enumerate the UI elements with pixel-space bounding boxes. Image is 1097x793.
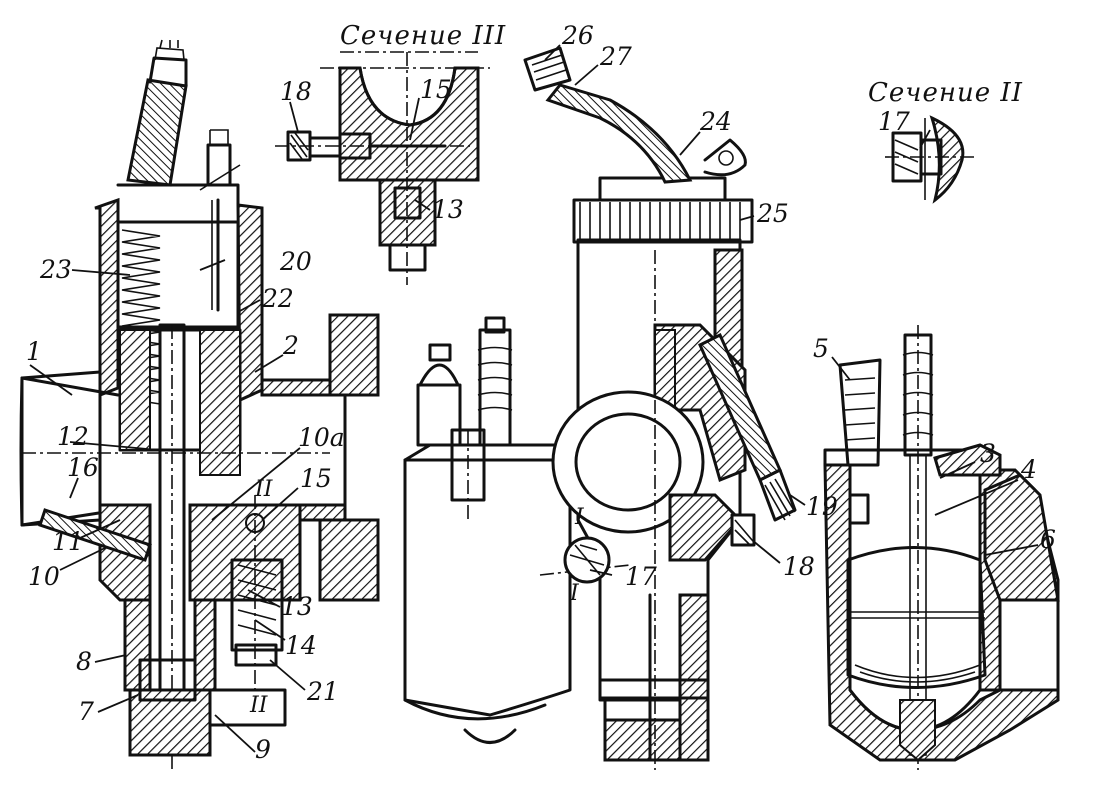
callout-19: 19 [806,492,838,521]
section-mark-I-top: I [574,505,585,530]
callout-22: 22 [261,284,294,313]
float-chamber-view [823,325,1060,770]
callout-10a: 10а [298,423,345,452]
callout-15-section: 15 [420,75,452,104]
section-mark-II-top: II [254,477,274,502]
callout-14: 14 [285,631,317,660]
callout-21: 21 [306,677,339,706]
section-marks: I I II II [249,477,585,718]
callout-13-main: 13 [281,592,313,621]
callout-20: 20 [279,247,312,276]
callout-17-section: 17 [878,107,910,136]
leader-lines [29,44,1039,753]
callout-10: 10 [28,562,60,591]
callout-25: 25 [756,199,789,228]
section-III-view [275,52,490,285]
section-III-title: Сечение III [340,21,506,51]
callout-9: 9 [255,735,271,764]
section-II-title: Сечение II [868,78,1023,108]
callout-3: 3 [980,439,996,468]
callout-24: 24 [699,107,732,136]
callout-13-section: 13 [432,195,464,224]
section-mark-I-bottom: I [569,581,580,606]
callout-11: 11 [52,527,84,556]
callout-labels: 1 2 3 4 5 6 7 8 9 10 10а 11 12 13 13 14 … [26,21,1056,764]
callout-8: 8 [76,647,92,676]
callout-16: 16 [67,453,99,482]
section-mark-II-bottom: II [249,693,269,718]
callout-12: 12 [57,422,89,451]
callout-26: 26 [561,21,594,50]
callout-18-section: 18 [280,77,312,106]
callout-7: 7 [78,697,94,726]
callout-4: 4 [1020,455,1037,484]
callout-17-side: 17 [625,562,657,591]
side-view [403,46,797,770]
callout-1: 1 [26,337,42,366]
callout-27: 27 [599,42,632,71]
callout-23: 23 [39,255,72,284]
callout-6: 6 [1040,525,1056,554]
callout-15-main: 15 [300,464,332,493]
main-section-view [19,39,380,772]
callout-2: 2 [282,331,299,360]
callout-18-side: 18 [783,552,815,581]
callout-5: 5 [813,334,829,363]
section-II-view [885,115,975,204]
